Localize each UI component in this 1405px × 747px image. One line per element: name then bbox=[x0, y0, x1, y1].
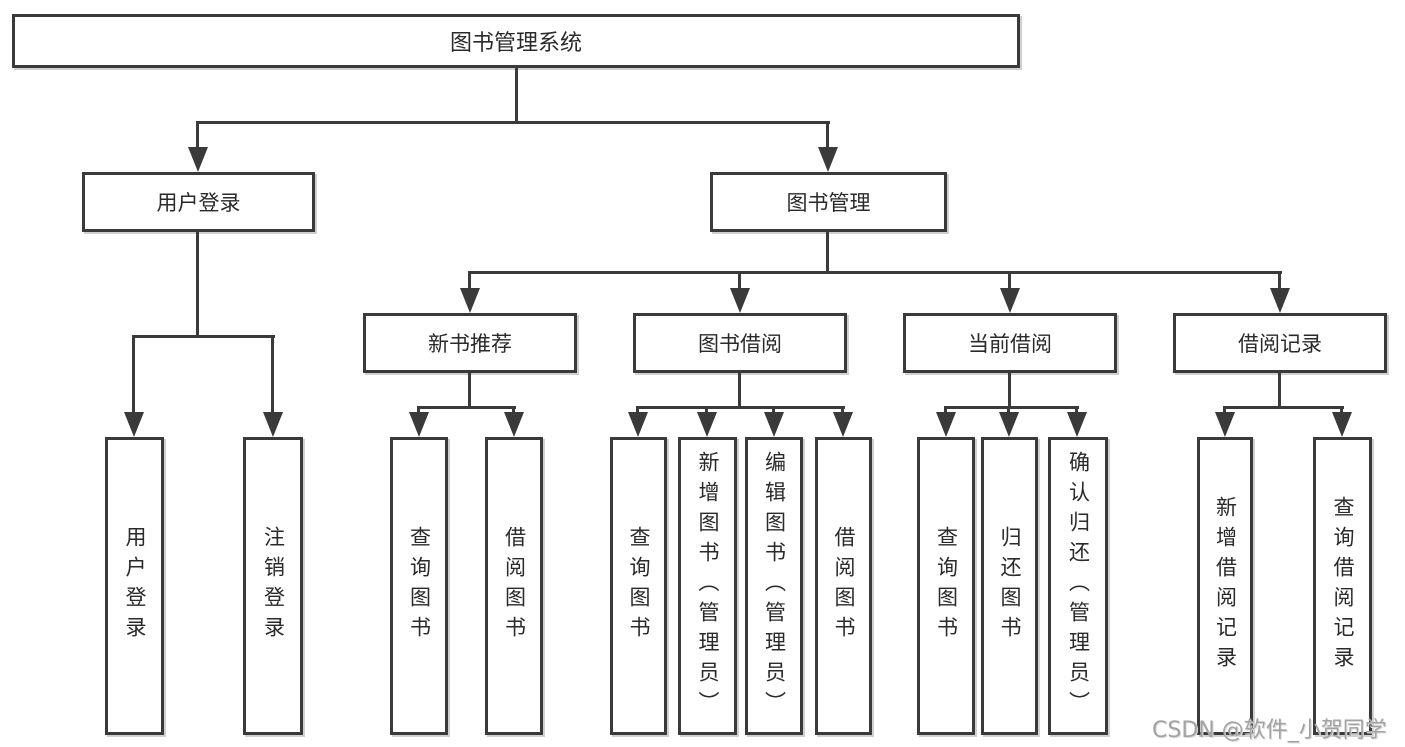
connector-user-login-drop-2 bbox=[271, 335, 274, 415]
leaf-borrow-books-label: 借阅图书 bbox=[832, 526, 856, 646]
connector-book-mgmt-rail bbox=[469, 271, 1282, 274]
connector-recommend-drop-1 bbox=[417, 406, 420, 416]
watermark: CSDN @软件_小贺同学 bbox=[1152, 718, 1387, 743]
leaf-confirm-return-admin-label: 确认归还（管理员） bbox=[1066, 451, 1091, 721]
arrow-down-icon bbox=[999, 412, 1019, 437]
connector-root-rail bbox=[197, 121, 830, 124]
connector-recommend-rail bbox=[418, 406, 516, 409]
node-new-book-recommend: 新书推荐 bbox=[363, 313, 577, 373]
node-borrow-records-label: 借阅记录 bbox=[1238, 332, 1322, 356]
connector-book-mgmt-drop-3 bbox=[1008, 271, 1011, 291]
connector-user-login-rail bbox=[133, 335, 275, 338]
node-user-login-label: 用户登录 bbox=[156, 191, 241, 215]
node-book-management: 图书管理 bbox=[710, 172, 947, 232]
connector-root-stem bbox=[515, 68, 518, 124]
connector-borrow-drop-4 bbox=[841, 406, 844, 416]
arrow-down-icon bbox=[188, 147, 208, 172]
arrow-down-icon bbox=[1000, 288, 1020, 313]
leaf-query-books-current: 查询图书 bbox=[917, 437, 975, 735]
connector-recommend-drop-2 bbox=[512, 406, 515, 416]
leaf-query-borrow-record: 查询借阅记录 bbox=[1313, 437, 1372, 735]
connector-borrow-drop-2 bbox=[705, 406, 708, 416]
node-borrow-records: 借阅记录 bbox=[1173, 313, 1387, 373]
connector-user-login-drop-1 bbox=[132, 335, 135, 415]
connector-current-rail bbox=[945, 406, 1079, 409]
arrow-down-icon bbox=[730, 288, 750, 313]
connector-borrow-rail bbox=[637, 406, 845, 409]
leaf-confirm-return-admin: 确认归还（管理员） bbox=[1048, 437, 1108, 735]
node-book-management-label: 图书管理 bbox=[786, 191, 871, 215]
arrow-down-icon bbox=[409, 412, 429, 437]
connector-root-drop-left bbox=[196, 121, 199, 151]
leaf-add-books-admin-label: 新增图书（管理员） bbox=[696, 451, 720, 721]
connector-borrow-drop-1 bbox=[636, 406, 639, 416]
connector-current-drop-3 bbox=[1075, 406, 1078, 416]
leaf-user-login-label: 用户登录 bbox=[123, 526, 147, 646]
leaf-edit-books-admin-label: 编辑图书（管理员） bbox=[762, 451, 787, 721]
connector-records-stem bbox=[1278, 373, 1281, 409]
arrow-down-icon bbox=[833, 412, 853, 437]
leaf-query-books-current-label: 查询图书 bbox=[934, 526, 959, 646]
connector-borrow-drop-3 bbox=[772, 406, 775, 416]
connector-borrow-stem bbox=[738, 373, 741, 409]
leaf-return-books-label: 归还图书 bbox=[998, 526, 1022, 646]
arrow-down-icon bbox=[818, 147, 838, 172]
arrow-down-icon bbox=[124, 412, 144, 437]
connector-records-drop-1 bbox=[1223, 406, 1226, 416]
arrow-down-icon bbox=[628, 412, 648, 437]
leaf-borrow-books: 借阅图书 bbox=[815, 437, 872, 735]
leaf-logout: 注销登录 bbox=[243, 437, 303, 735]
connector-root-drop-right bbox=[826, 121, 829, 151]
connector-current-stem bbox=[1008, 373, 1011, 409]
connector-book-mgmt-drop-2 bbox=[738, 271, 741, 291]
leaf-borrow-books-recommend-label: 借阅图书 bbox=[502, 526, 527, 646]
connector-records-rail bbox=[1224, 406, 1344, 409]
connector-book-mgmt-drop-1 bbox=[468, 271, 471, 291]
connector-recommend-stem bbox=[468, 373, 471, 409]
leaf-query-books-recommend-label: 查询图书 bbox=[407, 526, 432, 646]
leaf-add-borrow-record-label: 新增借阅记录 bbox=[1213, 496, 1238, 676]
arrow-down-icon bbox=[1270, 288, 1290, 313]
connector-current-drop-2 bbox=[1007, 406, 1010, 416]
node-library-system: 图书管理系统 bbox=[12, 14, 1020, 68]
leaf-query-borrow-record-label: 查询借阅记录 bbox=[1331, 496, 1355, 676]
connector-user-login-stem bbox=[196, 232, 199, 338]
arrow-down-icon bbox=[263, 412, 283, 437]
node-current-borrow: 当前借阅 bbox=[903, 313, 1117, 373]
arrow-down-icon bbox=[504, 412, 524, 437]
connector-book-mgmt-drop-4 bbox=[1278, 271, 1281, 291]
arrow-down-icon bbox=[460, 288, 480, 313]
leaf-return-books: 归还图书 bbox=[981, 437, 1038, 735]
node-book-borrow: 图书借阅 bbox=[633, 313, 847, 373]
leaf-query-books-recommend: 查询图书 bbox=[390, 437, 448, 735]
connector-records-drop-2 bbox=[1340, 406, 1343, 416]
connector-current-drop-1 bbox=[944, 406, 947, 416]
leaf-borrow-books-recommend: 借阅图书 bbox=[485, 437, 543, 735]
leaf-add-books-admin: 新增图书（管理员） bbox=[678, 437, 737, 735]
leaf-logout-label: 注销登录 bbox=[261, 526, 286, 646]
leaf-query-books-borrow: 查询图书 bbox=[610, 437, 667, 735]
arrow-down-icon bbox=[697, 412, 717, 437]
leaf-edit-books-admin: 编辑图书（管理员） bbox=[745, 437, 803, 735]
leaf-query-books-borrow-label: 查询图书 bbox=[627, 526, 651, 646]
node-user-login: 用户登录 bbox=[82, 172, 315, 232]
leaf-user-login: 用户登录 bbox=[105, 437, 164, 735]
node-new-book-recommend-label: 新书推荐 bbox=[428, 332, 512, 356]
node-book-borrow-label: 图书借阅 bbox=[698, 332, 782, 356]
arrow-down-icon bbox=[1215, 412, 1235, 437]
node-library-system-label: 图书管理系统 bbox=[449, 31, 582, 56]
leaf-add-borrow-record: 新增借阅记录 bbox=[1197, 437, 1253, 735]
arrow-down-icon bbox=[764, 412, 784, 437]
node-current-borrow-label: 当前借阅 bbox=[968, 332, 1052, 356]
arrow-down-icon bbox=[1067, 412, 1087, 437]
arrow-down-icon bbox=[936, 412, 956, 437]
arrow-down-icon bbox=[1332, 412, 1352, 437]
connector-book-mgmt-stem bbox=[826, 232, 829, 274]
